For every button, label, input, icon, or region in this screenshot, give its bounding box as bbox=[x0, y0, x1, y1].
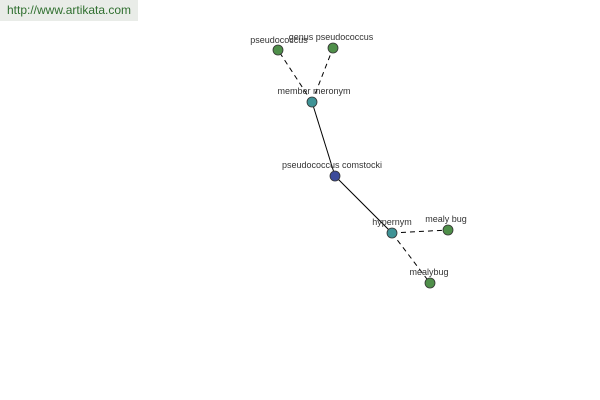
node-pseudococcus[interactable] bbox=[272, 44, 284, 56]
node-mealybug[interactable] bbox=[424, 277, 436, 289]
edge-member-meronym-genus-pseudococcus bbox=[311, 47, 334, 103]
label-hypernym: hypernym bbox=[372, 217, 412, 227]
node-member-meronym[interactable] bbox=[306, 96, 318, 108]
label-genus-pseudococcus: genus pseudococcus bbox=[289, 32, 374, 42]
label-pseudococcus: pseudococcus bbox=[250, 35, 308, 45]
node-root[interactable] bbox=[329, 170, 341, 182]
label-mealy-bug: mealy bug bbox=[425, 214, 467, 224]
edge-hypernym-mealybug bbox=[391, 232, 431, 284]
node-hypernym[interactable] bbox=[386, 227, 398, 239]
label-root: pseudococcus comstocki bbox=[282, 160, 382, 170]
node-mealy-bug[interactable] bbox=[442, 224, 454, 236]
node-genus-pseudococcus[interactable] bbox=[327, 42, 339, 54]
edge-member-meronym-pseudococcus bbox=[277, 49, 313, 103]
edge-root-member-meronym bbox=[311, 101, 336, 177]
edge-root-hypernym bbox=[334, 175, 393, 234]
label-member-meronym: member meronym bbox=[277, 86, 350, 96]
label-mealybug: mealybug bbox=[409, 267, 448, 277]
watermark-link[interactable]: http://www.artikata.com bbox=[0, 0, 138, 21]
edge-hypernym-mealy-bug bbox=[391, 229, 449, 234]
